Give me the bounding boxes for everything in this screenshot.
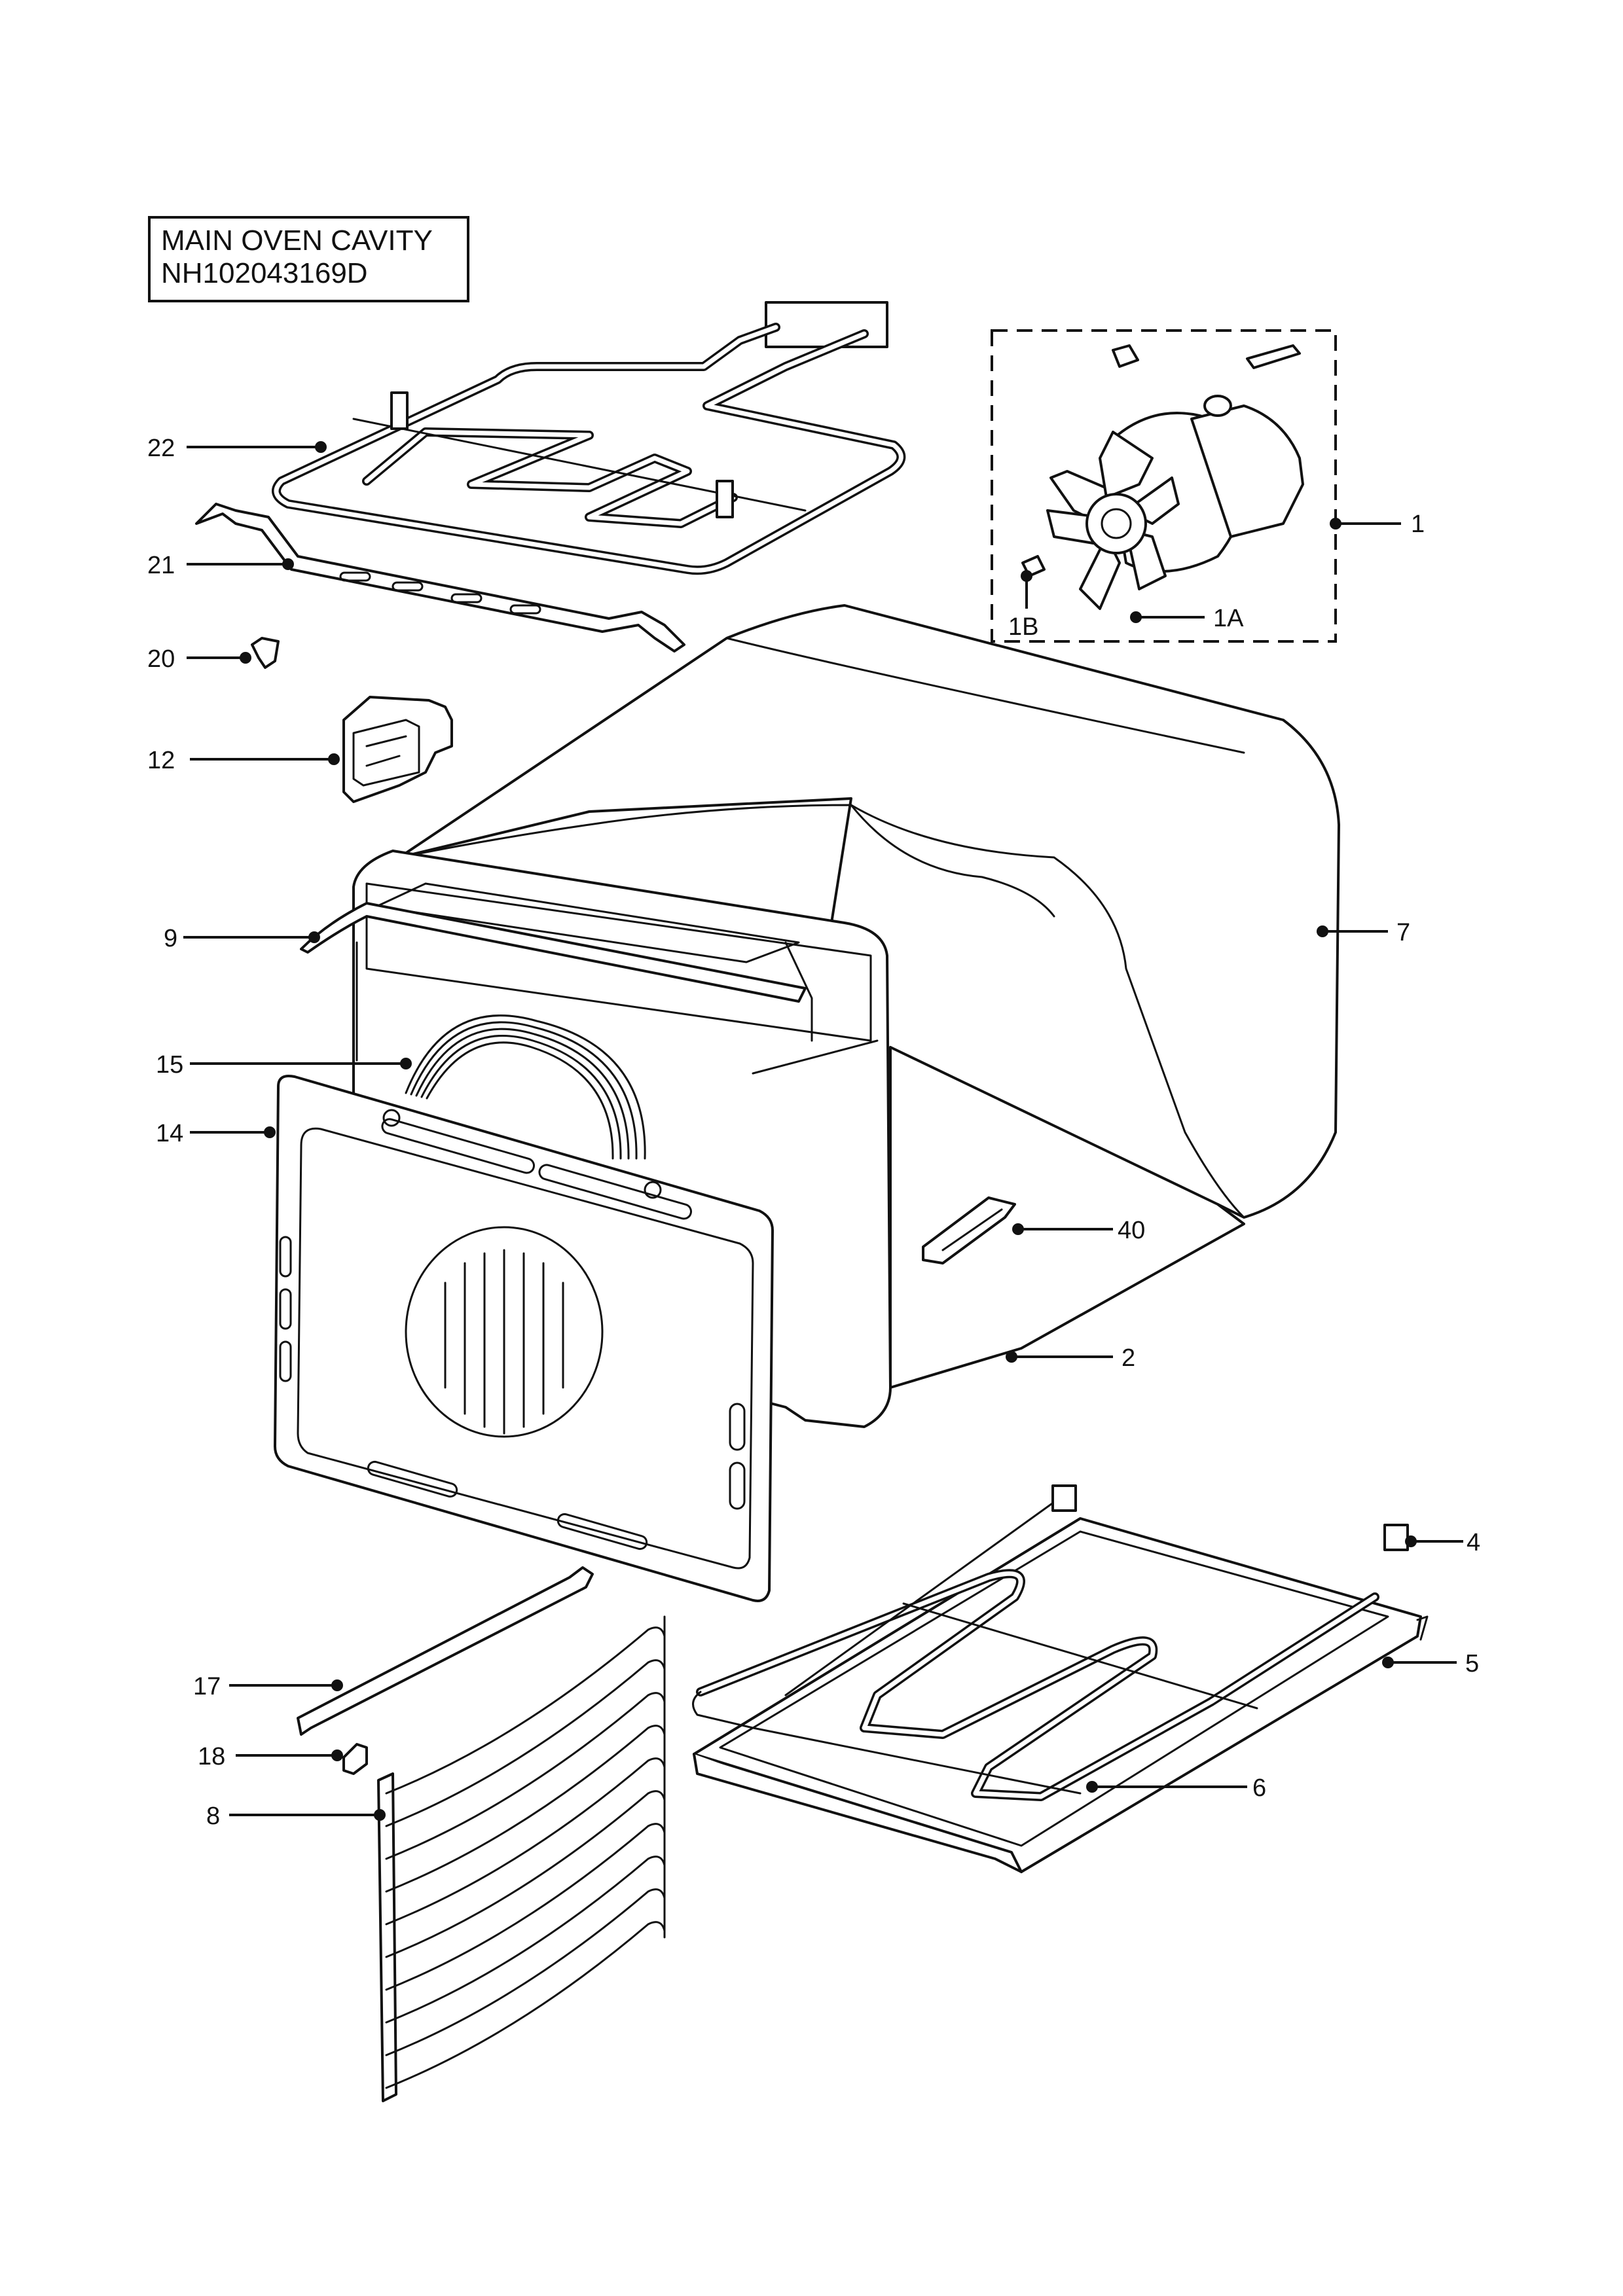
callout-15: 15 [156, 1051, 412, 1079]
callout-18: 18 [198, 1743, 343, 1770]
callout-8-label: 8 [206, 1803, 220, 1830]
callout-1a: 1A [1130, 605, 1244, 632]
part-7-insulation-wrap [398, 604, 1340, 1253]
part-17-side-rail [297, 1566, 594, 1736]
callout-17: 17 [193, 1673, 343, 1700]
callout-7: 7 [1317, 919, 1410, 946]
callout-22-label: 22 [147, 435, 175, 462]
callout-7-label: 7 [1396, 919, 1410, 946]
callout-6-label: 6 [1252, 1774, 1266, 1802]
callout-22: 22 [147, 435, 327, 462]
callout-21: 21 [147, 552, 294, 579]
callout-2: 2 [1006, 1344, 1135, 1372]
callout-14-label: 14 [156, 1120, 183, 1147]
part-5-base-tray [693, 1517, 1429, 1873]
callout-8: 8 [206, 1803, 386, 1830]
callout-1: 1 [1330, 511, 1425, 538]
callout-4-label: 4 [1467, 1529, 1480, 1556]
callout-6: 6 [1086, 1774, 1266, 1802]
callout-12: 12 [147, 747, 340, 774]
callout-14: 14 [156, 1120, 276, 1147]
callout-17-label: 17 [193, 1673, 221, 1700]
callout-5-label: 5 [1465, 1650, 1479, 1677]
part-6-base-element [692, 1484, 1409, 1801]
callout-1-label: 1 [1411, 511, 1425, 538]
part-9-front-trim [300, 902, 807, 1003]
part-12-lamp-housing [342, 696, 453, 803]
callout-20-label: 20 [147, 645, 175, 673]
callout-40: 40 [1012, 1217, 1145, 1244]
part-1-fan-motor-assembly [991, 329, 1337, 643]
part-20-clip [251, 637, 280, 669]
callout-40-label: 40 [1118, 1217, 1145, 1244]
callout-20: 20 [147, 645, 251, 673]
callout-9-label: 9 [164, 925, 177, 952]
part-8-shelf-runner [377, 1615, 666, 2102]
part-21-grill-bracket [195, 503, 685, 653]
title-box: MAIN OVEN CAVITY NH102043169D [148, 216, 469, 302]
callout-9: 9 [164, 925, 320, 952]
title-line-2: NH102043169D [161, 257, 368, 289]
callout-5: 5 [1382, 1650, 1479, 1677]
part-15-circular-element [405, 1014, 646, 1160]
part-18-clip [342, 1743, 368, 1775]
part-40-bracket [922, 1196, 1016, 1265]
callout-18-label: 18 [198, 1743, 225, 1770]
part-22-grill-element [272, 301, 906, 575]
callout-12-label: 12 [147, 747, 175, 774]
callout-1b: 1B [1008, 570, 1038, 641]
callout-1a-label: 1A [1213, 605, 1244, 632]
part-14-back-panel [274, 1075, 774, 1602]
callout-4: 4 [1405, 1529, 1480, 1556]
callout-2-label: 2 [1122, 1344, 1135, 1372]
callout-15-label: 15 [156, 1051, 183, 1079]
callout-1b-label: 1B [1008, 613, 1038, 641]
title-line-1: MAIN OVEN CAVITY [161, 224, 433, 257]
callout-21-label: 21 [147, 552, 175, 579]
